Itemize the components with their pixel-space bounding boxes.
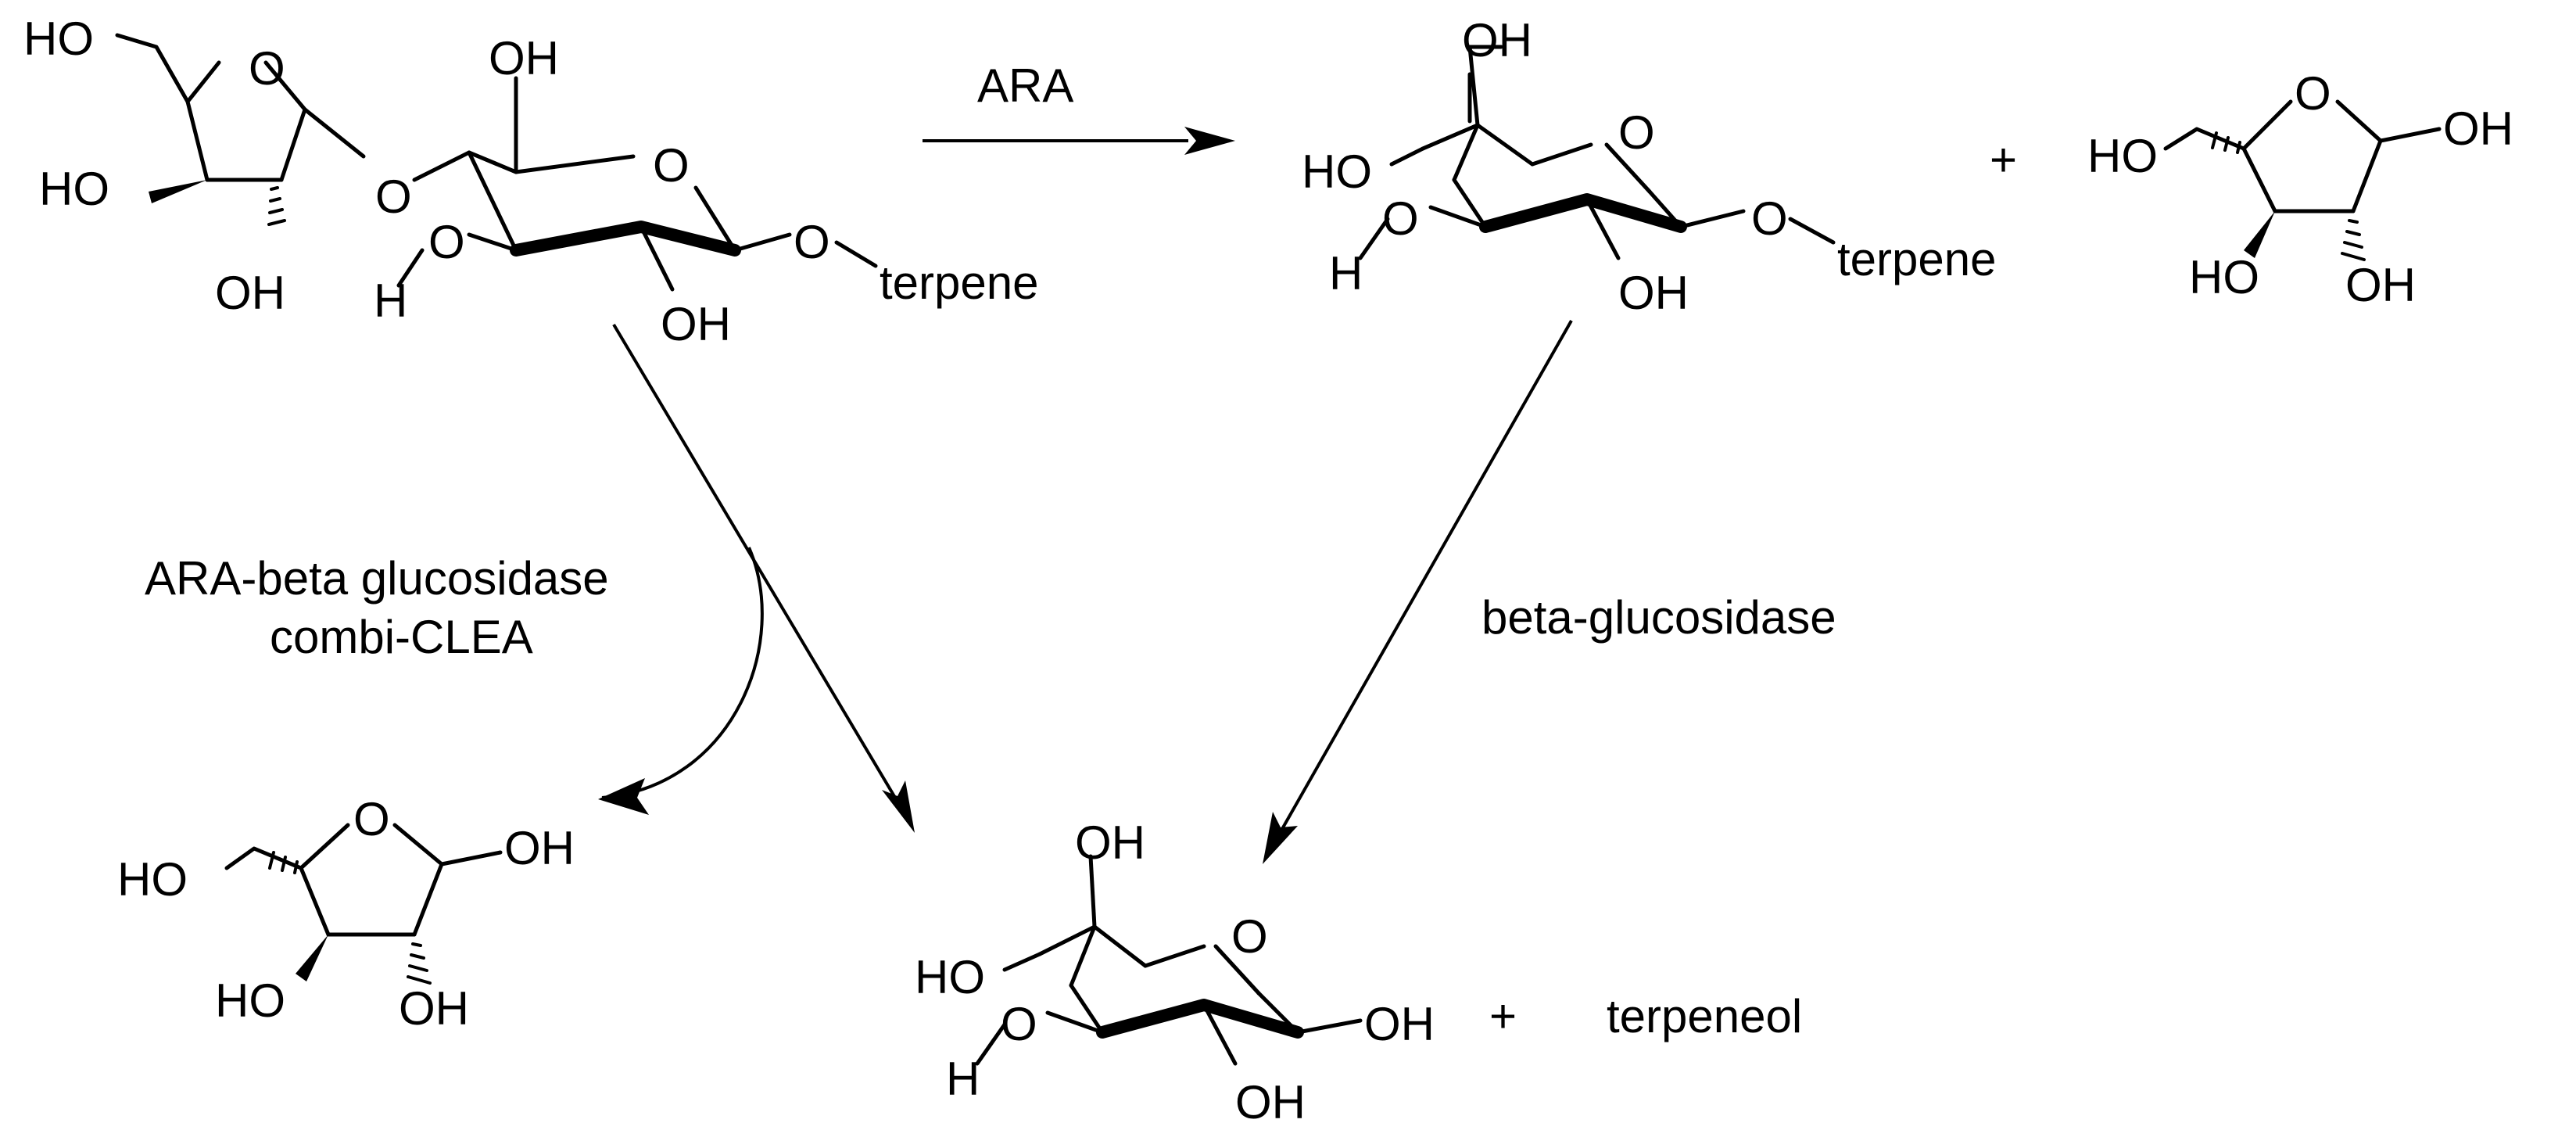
label-o: O bbox=[1231, 910, 1268, 963]
label-o: O bbox=[794, 216, 830, 268]
label-h: H bbox=[374, 274, 407, 327]
label-terpene: terpene bbox=[880, 257, 1039, 309]
label-o: O bbox=[653, 139, 690, 192]
label-ho: HO bbox=[2189, 251, 2259, 303]
label-o: O bbox=[1001, 998, 1037, 1050]
label-terpeneol: terpeneol bbox=[1607, 990, 1802, 1042]
label-o: O bbox=[1751, 192, 1788, 245]
disaccharide-glycoside: HO O HO OH O OH O O H OH O terpene bbox=[23, 13, 1039, 350]
label-oh: OH bbox=[2345, 259, 2416, 311]
label-h: H bbox=[1329, 247, 1363, 300]
label-o: O bbox=[375, 170, 412, 223]
label-ho: HO bbox=[1302, 145, 1372, 198]
plus-sign: + bbox=[1990, 134, 2017, 186]
arabinose-bottom bbox=[224, 823, 503, 985]
label-terpene: terpene bbox=[1837, 233, 1997, 285]
label-oh: OH bbox=[399, 982, 469, 1035]
label-o: O bbox=[2295, 67, 2331, 120]
glucose-product bbox=[975, 854, 1363, 1066]
reagent-combi-line1: ARA-beta glucosidase bbox=[145, 552, 609, 605]
label-o: O bbox=[1618, 106, 1655, 159]
label-oh: OH bbox=[661, 298, 731, 350]
label-oh: OH bbox=[215, 267, 285, 319]
label-o: O bbox=[353, 793, 390, 845]
arrow-ara: ARA bbox=[923, 59, 1235, 155]
label-h: H bbox=[946, 1053, 980, 1105]
label-oh: OH bbox=[1075, 816, 1145, 869]
reagent-ara: ARA bbox=[977, 59, 1073, 112]
label-ho: HO bbox=[39, 163, 109, 215]
label-oh: OH bbox=[489, 32, 559, 84]
label-oh: OH bbox=[1618, 267, 1689, 319]
label-ho: HO bbox=[915, 951, 985, 1003]
label-o: O bbox=[1382, 192, 1419, 245]
label-oh: OH bbox=[1235, 1076, 1306, 1128]
label-o: O bbox=[428, 216, 465, 268]
label-oh: OH bbox=[504, 822, 575, 874]
reagent-beta-glucosidase: beta-glucosidase bbox=[1481, 591, 1836, 644]
reagent-combi-line2: combi-CLEA bbox=[270, 611, 533, 663]
label-oh: OH bbox=[1364, 998, 1435, 1050]
glucoside bbox=[1358, 45, 1836, 260]
arrow-combi-clea: ARA-beta glucosidase combi-CLEA bbox=[145, 323, 915, 833]
label-ho: HO bbox=[23, 13, 94, 65]
arabinose-top bbox=[2163, 99, 2442, 261]
label-ho: HO bbox=[2087, 130, 2158, 182]
label-ho: HO bbox=[117, 853, 188, 906]
arrow-beta-glucosidase: beta-glucosidase bbox=[1263, 320, 1836, 864]
label-oh: OH bbox=[2443, 102, 2513, 155]
label-oh: OH bbox=[1462, 14, 1532, 66]
label-o: O bbox=[249, 42, 285, 95]
label-ho: HO bbox=[215, 974, 285, 1027]
plus-sign: + bbox=[1489, 990, 1517, 1042]
